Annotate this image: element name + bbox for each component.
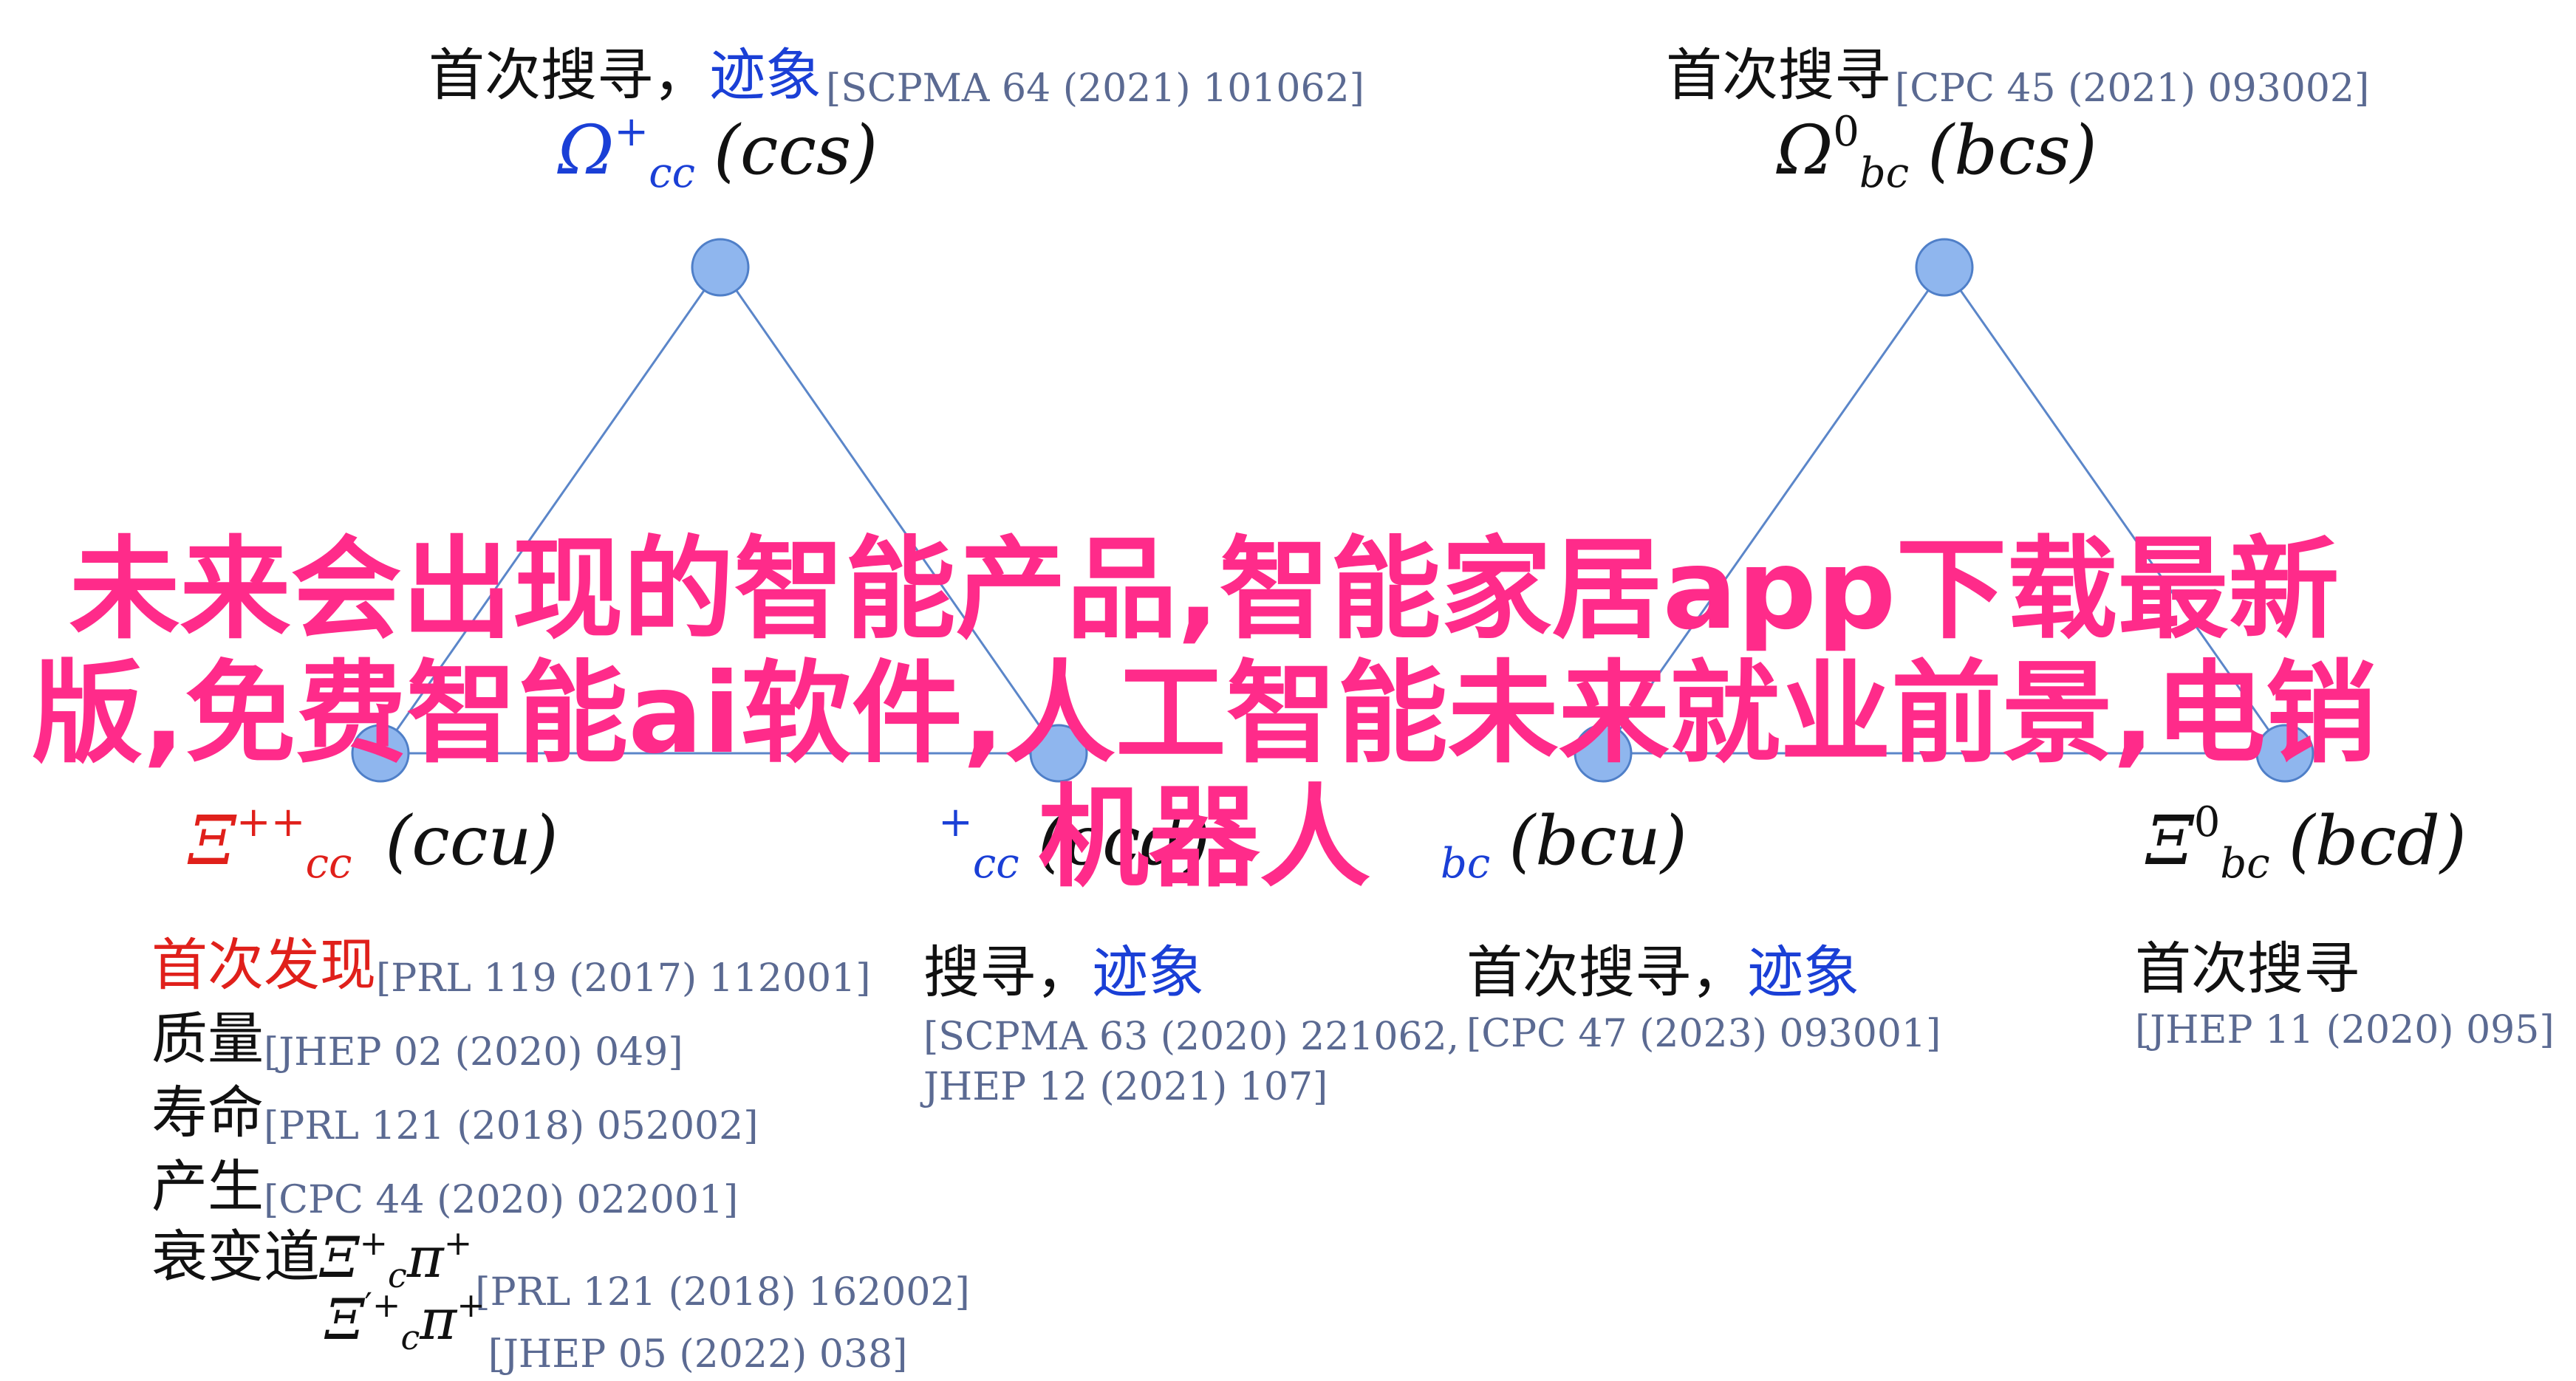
xibcp-quark: (bcu) (1509, 801, 1687, 880)
xiccpp-fact-label: 首次发现 (151, 932, 376, 998)
xiccpp-symbol: Ξ++cc (ccu) (188, 801, 558, 885)
xibc0-search-label: 首次搜寻 (2135, 936, 2360, 1001)
omegacc-search-highlight: 迹象 (709, 42, 821, 108)
xiccpp-fact-ref: [PRL 119 (2017) 112001] (376, 956, 871, 1001)
xiccpp-decay2-ref: [JHEP 05 (2022) 038] (488, 1332, 908, 1377)
node-xi-bc-0 (2255, 724, 2314, 783)
omegabc-quark: (bcs) (1927, 111, 2097, 190)
xibcp-symbol: bc (bcu) (1441, 801, 1687, 885)
node-xi-cc-p (1029, 724, 1088, 783)
xiccp-symbol-main: +cc (938, 798, 1019, 888)
omegacc-symbol-main: Ω+cc (558, 108, 695, 197)
omegabc-symbol: Ω0bc (bcs) (1777, 111, 2097, 194)
xibc0-quark: (bcd) (2288, 801, 2467, 880)
overlay-watermark-text: 未来会出现的智能产品,智能家居app下载最新版,免费智能ai软件,人工智能未来就… (32, 526, 2377, 902)
xiccpp-fact-3: 产生 [CPC 44 (2020) 022001] (151, 1141, 738, 1222)
nodes (351, 238, 2314, 783)
omegabc-search-label: 首次搜寻 (1666, 42, 1890, 108)
xiccpp-decay-label: 衰变道 (151, 1224, 320, 1289)
xibc0-search-ref: [JHEP 11 (2020) 095] (2135, 1008, 2555, 1052)
xiccpp-quark: (ccu) (385, 801, 558, 880)
xibcp-search-label: 首次搜寻， (1466, 939, 1747, 1005)
xibcp-search-refs: [CPC 47 (2023) 093001] (1466, 1012, 1941, 1056)
xiccpp-decay-1: 衰变道 Ξ+cπ+ [PRL 121 (2018) 162002] (151, 1211, 970, 1315)
xiccp-symbol: +cc (ccd) (938, 801, 1210, 885)
omegacc-search-label: 首次搜寻， (428, 42, 709, 108)
xiccpp-fact-2: 寿命 [PRL 121 (2018) 052002] (151, 1067, 759, 1148)
xibcp-search-highlight: 迹象 (1747, 939, 1859, 1005)
xiccp-search-ref: JHEP 12 (2021) 107] (923, 1065, 1328, 1109)
xiccp-search-highlight: 迹象 (1092, 939, 1204, 1005)
xibc0-symbol-main: Ξ0bc (2146, 798, 2270, 888)
xiccpp-fact-ref: [PRL 121 (2018) 052002] (264, 1104, 759, 1148)
edge-omegabc-xibcp (1602, 267, 1946, 754)
omegabc-symbol-main: Ω0bc (1777, 108, 1910, 197)
xiccpp-fact-ref: [CPC 44 (2020) 022001] (264, 1178, 739, 1222)
omegacc-symbol: Ω+cc (ccs) (558, 111, 878, 194)
omegabc-search-row: 首次搜寻 [CPC 45 (2021) 093002] (1666, 30, 2369, 111)
xiccp-search-row: 搜寻， 迹象 (923, 927, 1204, 1008)
node-omega-bc (1915, 238, 1974, 297)
omegacc-quark: (ccs) (714, 111, 878, 190)
omegacc-search-ref: [SCPMA 64 (2021) 101062] (826, 66, 1364, 111)
xibcp-search-row: 首次搜寻， 迹象 (1466, 927, 1859, 1008)
xiccpp-decay2-formula: Ξ′+cπ+ (325, 1285, 485, 1357)
xiccpp-symbol-main: Ξ++cc (188, 798, 352, 888)
xiccp-search-refs: [SCPMA 63 (2020) 221062, JHEP 12 (2021) … (923, 1012, 1459, 1112)
xibc0-search-row: 首次搜寻 (2135, 923, 2360, 1004)
xiccp-search-label: 搜寻， (923, 939, 1092, 1005)
xibc0-search-refs: [JHEP 11 (2020) 095] (2135, 1008, 2555, 1052)
xiccpp-fact-0: 首次发现 [PRL 119 (2017) 112001] (151, 919, 871, 1001)
edge-omegabc-xibc0 (1943, 267, 2286, 754)
xibc0-symbol: Ξ0bc (bcd) (2146, 801, 2467, 885)
xiccpp-fact-label: 产生 (151, 1154, 264, 1219)
xiccp-search-ref: [SCPMA 63 (2020) 221062, (923, 1015, 1460, 1059)
omegabc-search-ref: [CPC 45 (2021) 093002] (1895, 66, 2370, 111)
xiccpp-decay-2: Ξ′+cπ+ [JHEP 05 (2022) 038] (325, 1285, 907, 1377)
xiccpp-fact-label: 寿命 (151, 1080, 264, 1145)
xibcp-search-ref: [CPC 47 (2023) 093001] (1466, 1012, 1941, 1056)
xiccpp-fact-label: 质量 (151, 1006, 264, 1072)
xiccpp-decay1-formula: Ξ+cπ+ (320, 1223, 473, 1295)
xiccp-quark: (ccd) (1037, 801, 1211, 880)
xibcp-symbol-main: bc (1441, 840, 1491, 888)
xiccpp-decay1-ref: [PRL 121 (2018) 162002] (475, 1270, 970, 1315)
edge-omegacc-xiccp (719, 267, 1060, 754)
node-xi-bc-p (1574, 724, 1633, 783)
xiccpp-fact-ref: [JHEP 02 (2020) 049] (264, 1030, 683, 1075)
xiccpp-fact-1: 质量 [JHEP 02 (2020) 049] (151, 993, 683, 1075)
omegacc-search-row: 首次搜寻， 迹象 [SCPMA 64 (2021) 101062] (428, 30, 1364, 111)
edges (379, 267, 2286, 755)
edge-omegacc-xiccpp (379, 267, 722, 754)
node-omega-cc (691, 238, 750, 297)
node-xi-cc-pp (351, 724, 410, 783)
